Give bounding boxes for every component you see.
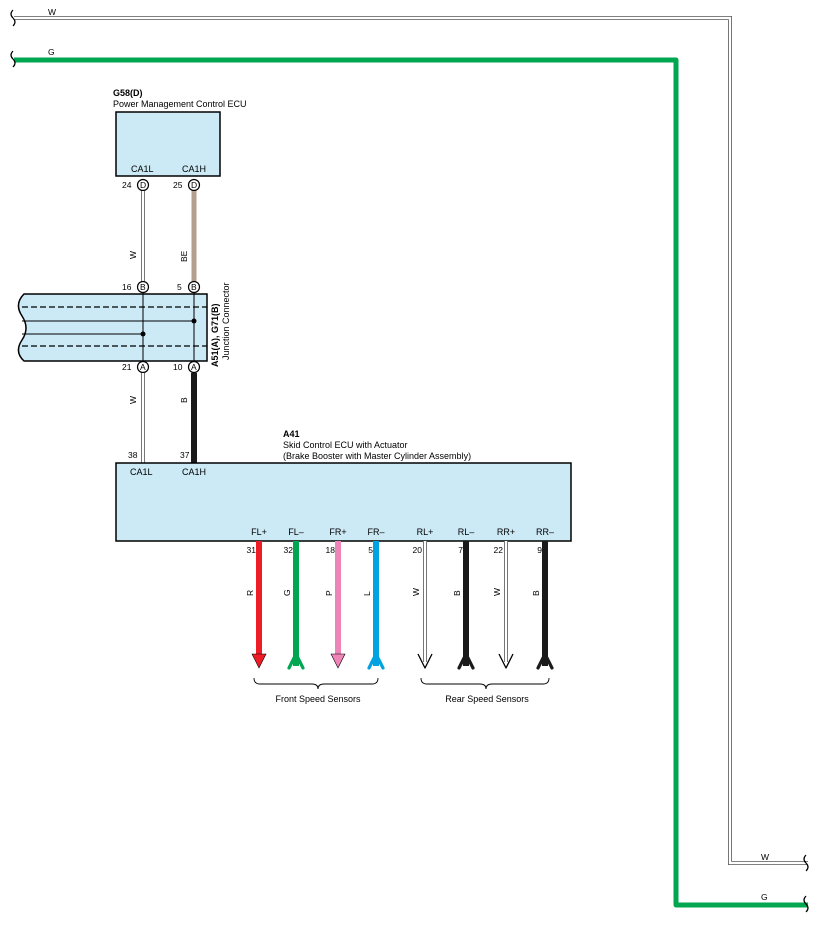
wire-break-icon (10, 50, 809, 913)
arrow-up-icon (536, 652, 554, 670)
sensor-wires: FL+ 31R FL– 32G FR+ 18P FR– 5L RL+ 20W RL– 7B RR+ 22W… (245, 527, 554, 670)
top-g-label: G (48, 47, 55, 57)
wire-label-w-upper: W (128, 251, 138, 259)
sensor-terminal-label: RL+ (417, 527, 434, 537)
sensor-terminal-label: FL– (288, 527, 304, 537)
g58-conn-d-1: D (140, 180, 146, 190)
sensor-terminal-label: RL– (458, 527, 475, 537)
wire-label-be-upper: BE (179, 250, 189, 262)
sensor-wire-fr-minus: FR– 5L (362, 527, 385, 670)
bottom-w-label: W (761, 852, 769, 862)
wire-break-icon (10, 9, 809, 872)
junction-conn-b-1: B (140, 282, 146, 292)
sensor-wire-color-label: G (282, 589, 292, 596)
g-wire (14, 57, 808, 908)
g58-conn-d-2: D (191, 180, 197, 190)
connector-b-icon (187, 280, 201, 294)
g58-pin-25: 25 (173, 180, 183, 190)
arrow-down-icon (251, 653, 267, 669)
junction-code: A51(A), G71(B) (210, 303, 220, 367)
connector-d-icon (136, 178, 150, 192)
wire-label-w-lower: W (128, 396, 138, 404)
junction-pin-16: 16 (122, 282, 132, 292)
sensor-terminal-label: RR+ (497, 527, 515, 537)
sensor-pin-number: 22 (494, 545, 504, 555)
junction-pin-21: 21 (122, 362, 132, 372)
arrow-down-icon (417, 653, 433, 669)
g58-code: G58(D) (113, 88, 143, 98)
sensor-terminal-label: RR– (536, 527, 554, 537)
w-wire-outer (14, 16, 808, 865)
junction-conn-a-1: A (140, 362, 146, 372)
top-w-label: W (48, 7, 56, 17)
arrow-down-icon (330, 653, 346, 669)
sensor-wire-color-label: R (245, 590, 255, 596)
rear-sensors-brace (420, 677, 550, 690)
junction-connector-box (17, 293, 208, 362)
sensor-wire-fl-minus: FL– 32G (282, 527, 305, 670)
g58-term-ca1h: CA1H (182, 164, 206, 174)
front-sensors-brace (253, 677, 379, 690)
junction-pin-5: 5 (177, 282, 182, 292)
sensor-wire-rl-minus: RL– 7B (452, 527, 475, 670)
sensor-terminal-label: FR– (367, 527, 384, 537)
sensor-pin-number: 5 (368, 545, 373, 555)
a41-name: Skid Control ECU with Actuator (283, 440, 408, 450)
g58-name: Power Management Control ECU (113, 99, 247, 109)
connector-a-icon (136, 360, 150, 374)
sensor-wire-color-label: W (411, 588, 421, 596)
junction-conn-a-2: A (191, 362, 197, 372)
a41-subname: (Brake Booster with Master Cylinder Asse… (283, 451, 471, 461)
junction-conn-b-2: B (191, 282, 197, 292)
sensor-wire-rl-plus: RL+ 20W (411, 527, 434, 669)
g58-ecu-box (115, 111, 221, 177)
connector-d-icon (187, 178, 201, 192)
arrow-up-icon (457, 652, 475, 670)
junction-pin-10: 10 (173, 362, 183, 372)
sensor-wire-color-label: L (362, 591, 372, 596)
sensor-pin-number: 9 (537, 545, 542, 555)
sensor-pin-number: 18 (326, 545, 336, 555)
sensor-terminal-label: FL+ (251, 527, 267, 537)
sensor-wire-rr-minus: RR– 9B (531, 527, 554, 670)
sensor-wire-fr-plus: FR+ 18P (324, 527, 347, 669)
a41-pin-37: 37 (180, 450, 190, 460)
a41-code: A41 (283, 429, 300, 439)
connector-b-icon (136, 280, 150, 294)
a41-term-ca1h: CA1H (182, 467, 206, 477)
sensor-terminal-label: FR+ (329, 527, 346, 537)
arrow-up-icon (367, 652, 385, 670)
g58-pin-24: 24 (122, 180, 132, 190)
bottom-g-label: G (761, 892, 768, 902)
arrow-down-icon (498, 653, 514, 669)
sensor-pin-number: 20 (413, 545, 423, 555)
a41-pin-38: 38 (128, 450, 138, 460)
sensor-wire-color-label: W (492, 588, 502, 596)
front-sensors-label: Front Speed Sensors (275, 694, 361, 704)
a41-ecu-box (115, 462, 572, 542)
sensor-wire-color-label: B (531, 590, 541, 596)
sensor-pin-number: 31 (247, 545, 257, 555)
a41-term-ca1l: CA1L (130, 467, 153, 477)
sensor-wire-color-label: B (452, 590, 462, 596)
sensor-wire-color-label: P (324, 590, 334, 596)
g58-term-ca1l: CA1L (131, 164, 154, 174)
wire-label-b-lower: B (179, 397, 189, 403)
sensor-wire-fl-plus: FL+ 31R (245, 527, 267, 669)
sensor-pin-number: 7 (458, 545, 463, 555)
sensor-wire-rr-plus: RR+ 22W (492, 527, 515, 669)
connector-a-icon (187, 360, 201, 374)
sensor-pin-number: 32 (284, 545, 294, 555)
junction-name: Junction Connector (221, 282, 231, 360)
arrow-up-icon (287, 652, 305, 670)
rear-sensors-label: Rear Speed Sensors (445, 694, 529, 704)
